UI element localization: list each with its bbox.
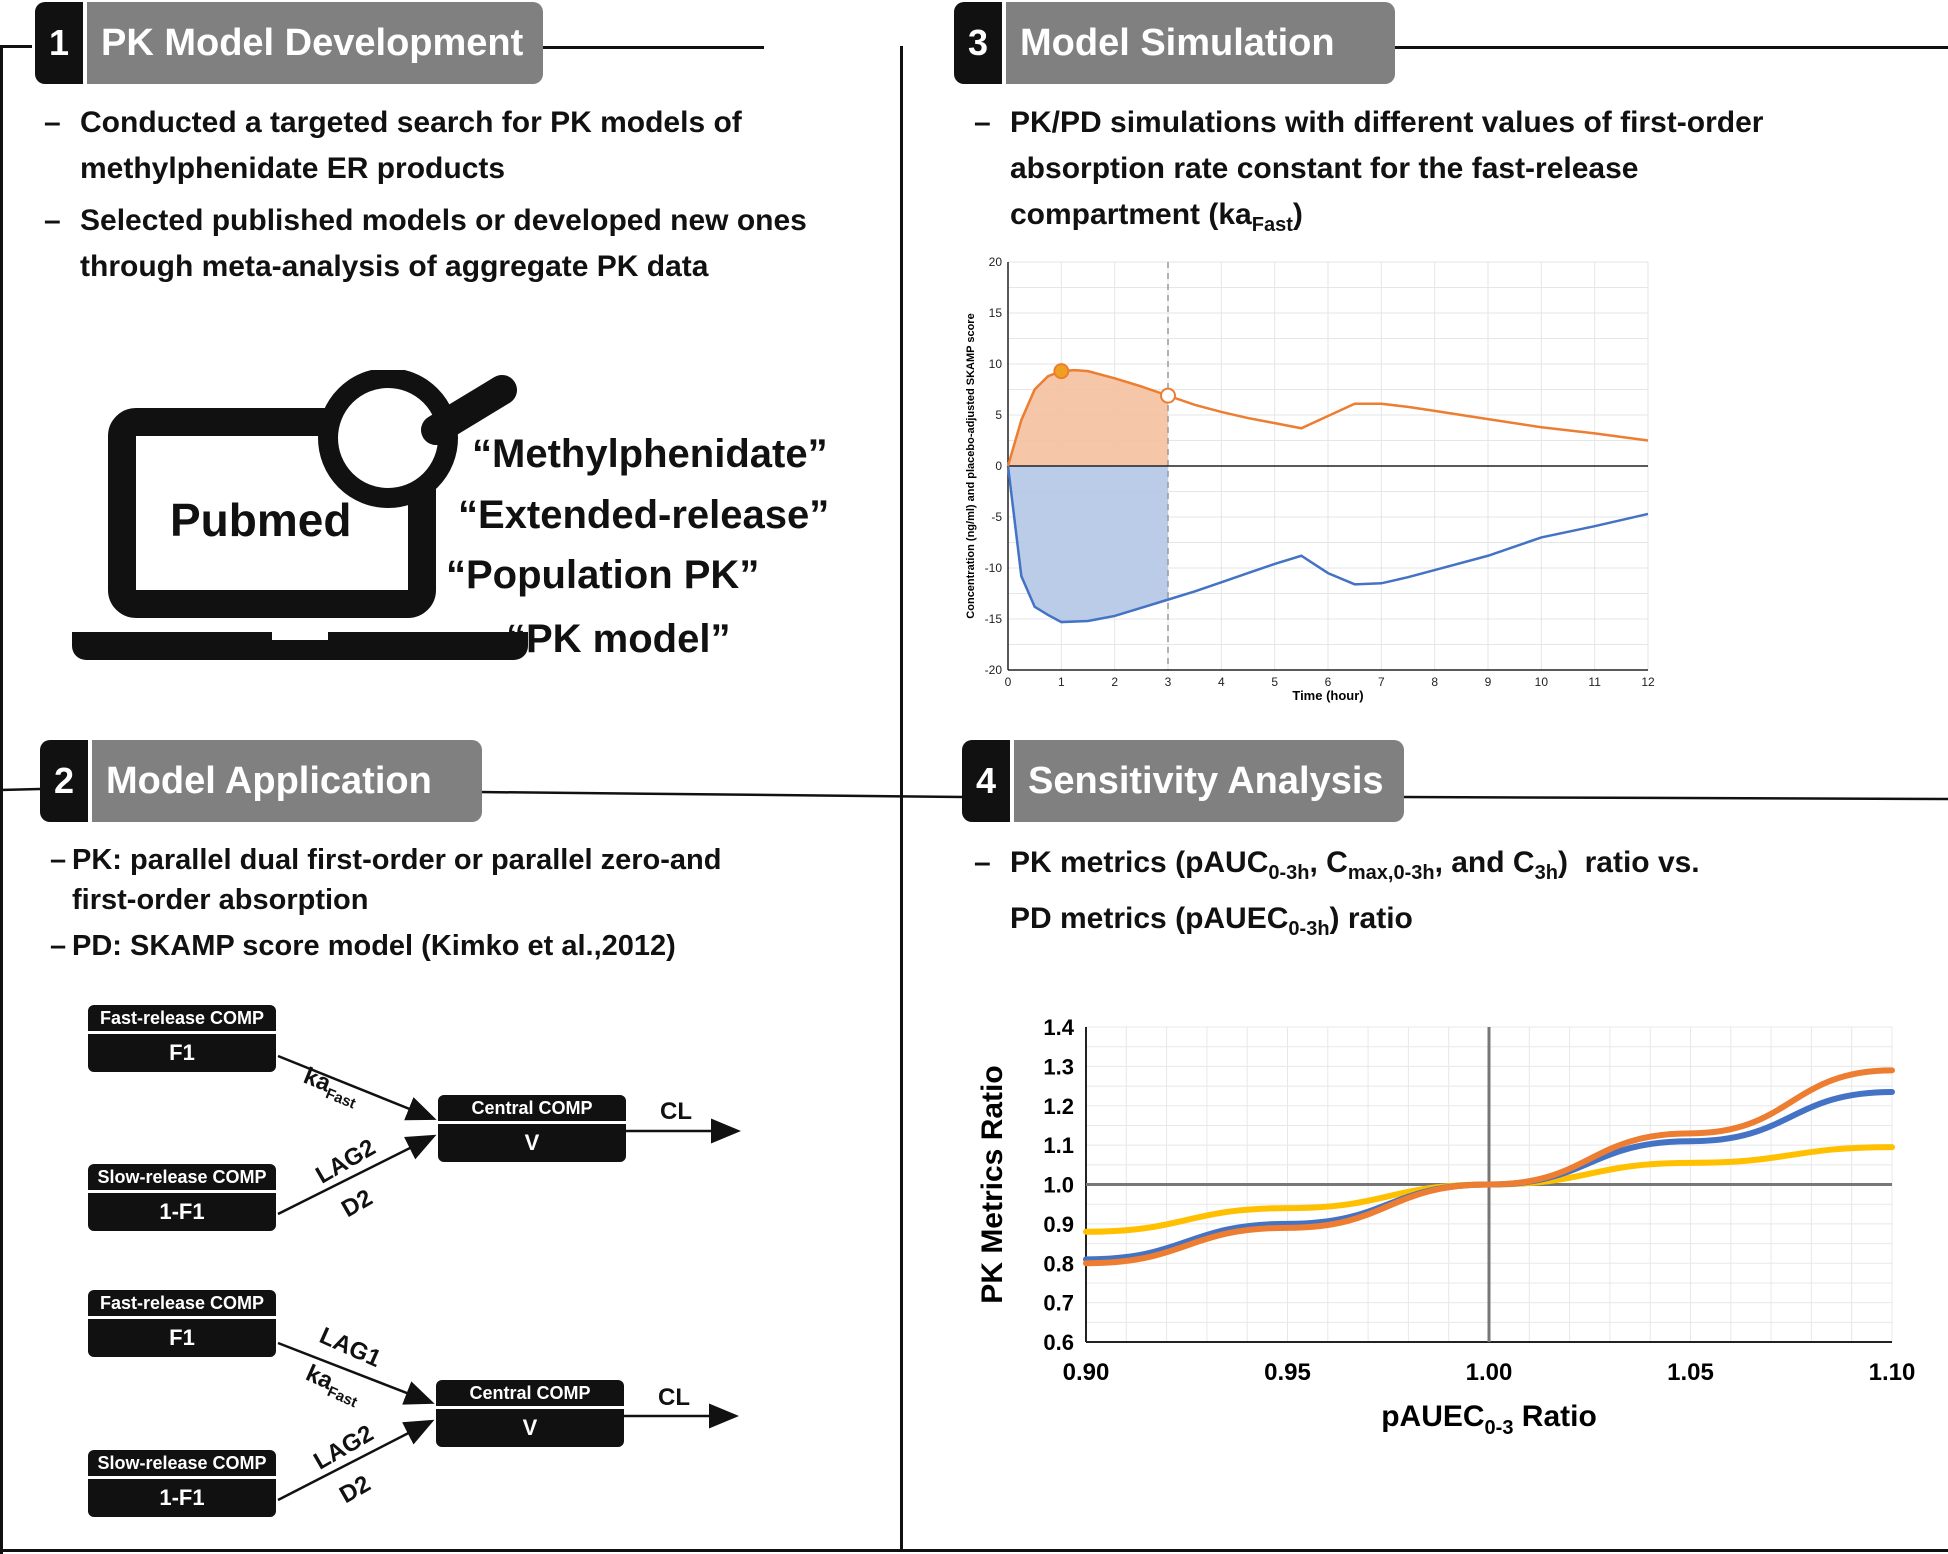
y-tick-label: -15 (985, 612, 1003, 626)
panel2-header: 2 Model Application (40, 740, 482, 822)
x-tick-label: 0 (1005, 675, 1012, 689)
panel4-header: 4 Sensitivity Analysis (962, 740, 1404, 822)
panel1-title: PK Model Development (87, 2, 544, 84)
search-term: “Population PK” (446, 553, 760, 597)
search-term: “Methylphenidate” (472, 432, 828, 476)
y-tick-label: 10 (989, 357, 1003, 371)
frame-top-mid (432, 46, 764, 49)
panel2-bullet-2: – PD: SKAMP score model (Kimko et al.,20… (50, 926, 740, 966)
series-line (1083, 1067, 1895, 1267)
x-tick-label: 5 (1271, 675, 1278, 689)
pubmed-label: Pubmed (170, 494, 352, 546)
panel4-bullet: – PK metrics (pAUC0-3h, Cmax,0-3h, and C… (974, 840, 1874, 952)
y-axis-label: Concentration (ng/ml) and placebo-adjust… (965, 313, 977, 618)
panel3-title: Model Simulation (1006, 2, 1395, 84)
x-axis-label: Time (hour) (1292, 688, 1363, 703)
panel1-bullet-2: – Selected published models or developed… (44, 198, 864, 290)
cl-label: CL (660, 1098, 692, 1125)
x-tick-label: 1.05 (1667, 1359, 1714, 1386)
central-comp: Central COMP V (438, 1095, 626, 1162)
series-line (1006, 465, 1649, 624)
x-tick-label: 8 (1431, 675, 1438, 689)
data-marker (1053, 363, 1070, 380)
data-marker (1160, 387, 1176, 404)
sensitivity-chart: 0.90 0.95 1.00 1.05 1.10 0.6 0.7 0.8 0.9 1.0 1.1 1.… (976, 1015, 1916, 1439)
y-tick-label: 0.6 (1043, 1330, 1074, 1355)
panel3-number: 3 (954, 2, 1002, 84)
y-tick-label: 0.7 (1043, 1291, 1074, 1316)
x-tick-label: 1.00 (1466, 1359, 1513, 1386)
slow-release-comp: Slow-release COMP 1-F1 (88, 1450, 276, 1517)
panel2-bullets: – PK: parallel dual first-order or paral… (50, 840, 740, 966)
bullet-text: PK: parallel dual first-order or paralle… (72, 844, 722, 916)
fast-release-comp: Fast-release COMP F1 (88, 1005, 276, 1072)
panel3-header: 3 Model Simulation (954, 2, 1395, 84)
x-tick-label: 7 (1378, 675, 1385, 689)
y-tick-label: -10 (985, 561, 1003, 575)
bullet-text: PK metrics (pAUC0-3h, Cmax,0-3h, and C3h… (1010, 846, 1700, 940)
x-tick-label: 2 (1111, 675, 1118, 689)
shaded-area (1008, 370, 1168, 466)
search-term: “PK model” (506, 617, 731, 661)
panel1-number: 1 (35, 2, 83, 84)
x-axis-label: pAUEC0-3 Ratio (1381, 1400, 1597, 1439)
y-tick-label: -5 (991, 510, 1002, 524)
panel1-bullets: – Conducted a targeted search for PK mod… (44, 100, 864, 290)
x-tick-label: 0.95 (1264, 1359, 1311, 1386)
cl-label: CL (658, 1384, 690, 1411)
frame-top-left (0, 45, 32, 48)
y-tick-label: 1.4 (1043, 1015, 1074, 1040)
x-tick-label: 1 (1058, 675, 1065, 689)
y-tick-label: 1.1 (1043, 1133, 1074, 1158)
slow-release-comp: Slow-release COMP 1-F1 (88, 1164, 276, 1231)
compartment-arrows (277, 1054, 741, 1502)
y-tick-label: -20 (985, 663, 1003, 677)
bullet-text: PD: SKAMP score model (Kimko et al.,2012… (72, 930, 676, 962)
x-tick-label: 11 (1588, 675, 1601, 689)
panel3-bullet: – PK/PD simulations with different value… (974, 100, 1834, 248)
shaded-area (1008, 466, 1168, 623)
panel2-title: Model Application (92, 740, 482, 822)
laptop-search-icon (72, 370, 528, 660)
x-tick-label: 0.90 (1063, 1359, 1110, 1386)
panel2-bullet-1: – PK: parallel dual first-order or paral… (50, 840, 740, 920)
y-tick-label: 1.2 (1043, 1094, 1074, 1119)
panel1-header: 1 PK Model Development (35, 2, 544, 84)
y-axis-label: PK Metrics Ratio (976, 1065, 1009, 1303)
y-tick-label: 0.8 (1043, 1251, 1074, 1276)
panel2-number: 2 (40, 740, 88, 822)
frame-bottom (0, 1549, 1948, 1552)
y-tick-label: 15 (989, 306, 1003, 320)
x-tick-label: 3 (1165, 675, 1172, 689)
frame-vertical-divider (900, 46, 903, 1551)
x-tick-label: 12 (1641, 675, 1655, 689)
y-tick-label: 20 (989, 255, 1003, 269)
y-tick-label: 1.0 (1043, 1173, 1074, 1198)
search-term: “Extended-release” (458, 493, 830, 537)
x-tick-label: 10 (1535, 675, 1549, 689)
fast-release-comp: Fast-release COMP F1 (88, 1290, 276, 1357)
y-tick-label: 0 (995, 459, 1002, 473)
bullet-text: Conducted a targeted search for PK model… (80, 106, 742, 185)
panel4-title: Sensitivity Analysis (1014, 740, 1404, 822)
x-tick-label: 6 (1325, 675, 1332, 689)
x-tick-label: 4 (1218, 675, 1225, 689)
bullet-text: Selected published models or developed n… (80, 204, 807, 283)
x-tick-label: 1.10 (1869, 1359, 1916, 1386)
central-comp: Central COMP V (436, 1380, 624, 1447)
frame-top-right (1118, 46, 1948, 49)
x-tick-label: 9 (1485, 675, 1492, 689)
bullet-text: PK/PD simulations with different values … (1010, 106, 1764, 236)
panel4-number: 4 (962, 740, 1010, 822)
frame-left (0, 45, 3, 1554)
y-tick-label: 1.3 (1043, 1054, 1074, 1079)
y-tick-label: 0.9 (1043, 1212, 1074, 1237)
panel1-bullet-1: – Conducted a targeted search for PK mod… (44, 100, 864, 192)
y-tick-label: 5 (995, 408, 1002, 422)
